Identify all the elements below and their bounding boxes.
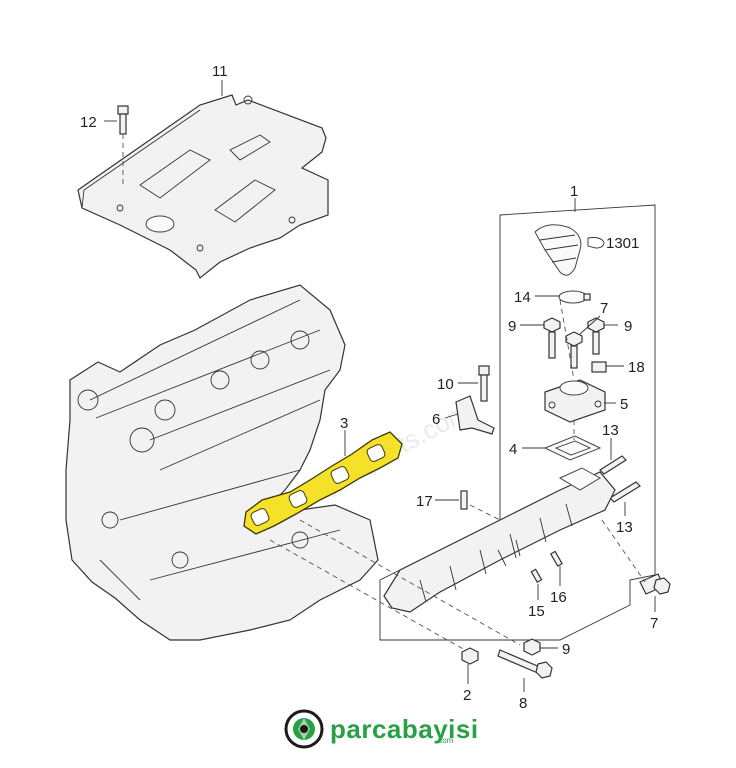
exhaust-manifold-gasket — [243, 431, 403, 535]
egr-valve — [544, 379, 606, 423]
pin-17 — [460, 490, 468, 510]
hose-1301 — [534, 224, 605, 276]
callout-12: 12 — [80, 114, 97, 131]
callout-11: 11 — [212, 63, 228, 80]
valve-fasteners — [543, 317, 605, 369]
callout-10: 10 — [437, 376, 454, 393]
leader-lines — [104, 80, 656, 692]
brand-name: parcabayisi — [330, 713, 479, 744]
callout-9-left: 9 — [508, 318, 516, 335]
bolt-2 — [461, 647, 479, 665]
callout-1301: 1301 — [606, 235, 639, 252]
bolt-7-lower — [639, 573, 671, 595]
pins-15-16 — [530, 550, 563, 584]
callout-13-bottom: 13 — [616, 519, 633, 536]
callout-3: 3 — [340, 415, 348, 432]
callout-5: 5 — [620, 396, 628, 413]
callout-15: 15 — [528, 603, 545, 620]
sensor-18 — [591, 361, 607, 373]
callout-2: 2 — [463, 687, 471, 704]
callout-13-top: 13 — [602, 422, 619, 439]
studs-13 — [599, 455, 641, 503]
callout-8: 8 — [519, 695, 527, 712]
callout-14: 14 — [514, 289, 531, 306]
brand-suffix: .com — [436, 736, 454, 745]
callout-16: 16 — [550, 589, 567, 606]
callout-4: 4 — [509, 441, 517, 458]
camera-shutter-icon — [284, 709, 324, 749]
callout-7-bottom: 7 — [650, 615, 658, 632]
callout-17: 17 — [416, 493, 433, 510]
gasket-4 — [543, 435, 602, 461]
callout-9-bottom: 9 — [562, 641, 570, 658]
bolt-10 — [478, 365, 490, 402]
bolt-8 — [497, 649, 553, 679]
callout-6: 6 — [432, 411, 440, 428]
egr-cooler — [383, 467, 616, 613]
callout-1: 1 — [570, 183, 578, 200]
callout-9-right: 9 — [624, 318, 632, 335]
callout-18: 18 — [628, 359, 645, 376]
engine-cover — [77, 94, 329, 279]
clamp-14 — [558, 290, 591, 304]
bracket-6 — [455, 395, 495, 435]
engine-block — [65, 284, 379, 641]
bolt-12 — [117, 105, 129, 185]
callout-7-top: 7 — [600, 300, 608, 317]
brand-logo: parcabayisi .com — [284, 706, 484, 752]
nut-9-lower — [523, 638, 541, 656]
